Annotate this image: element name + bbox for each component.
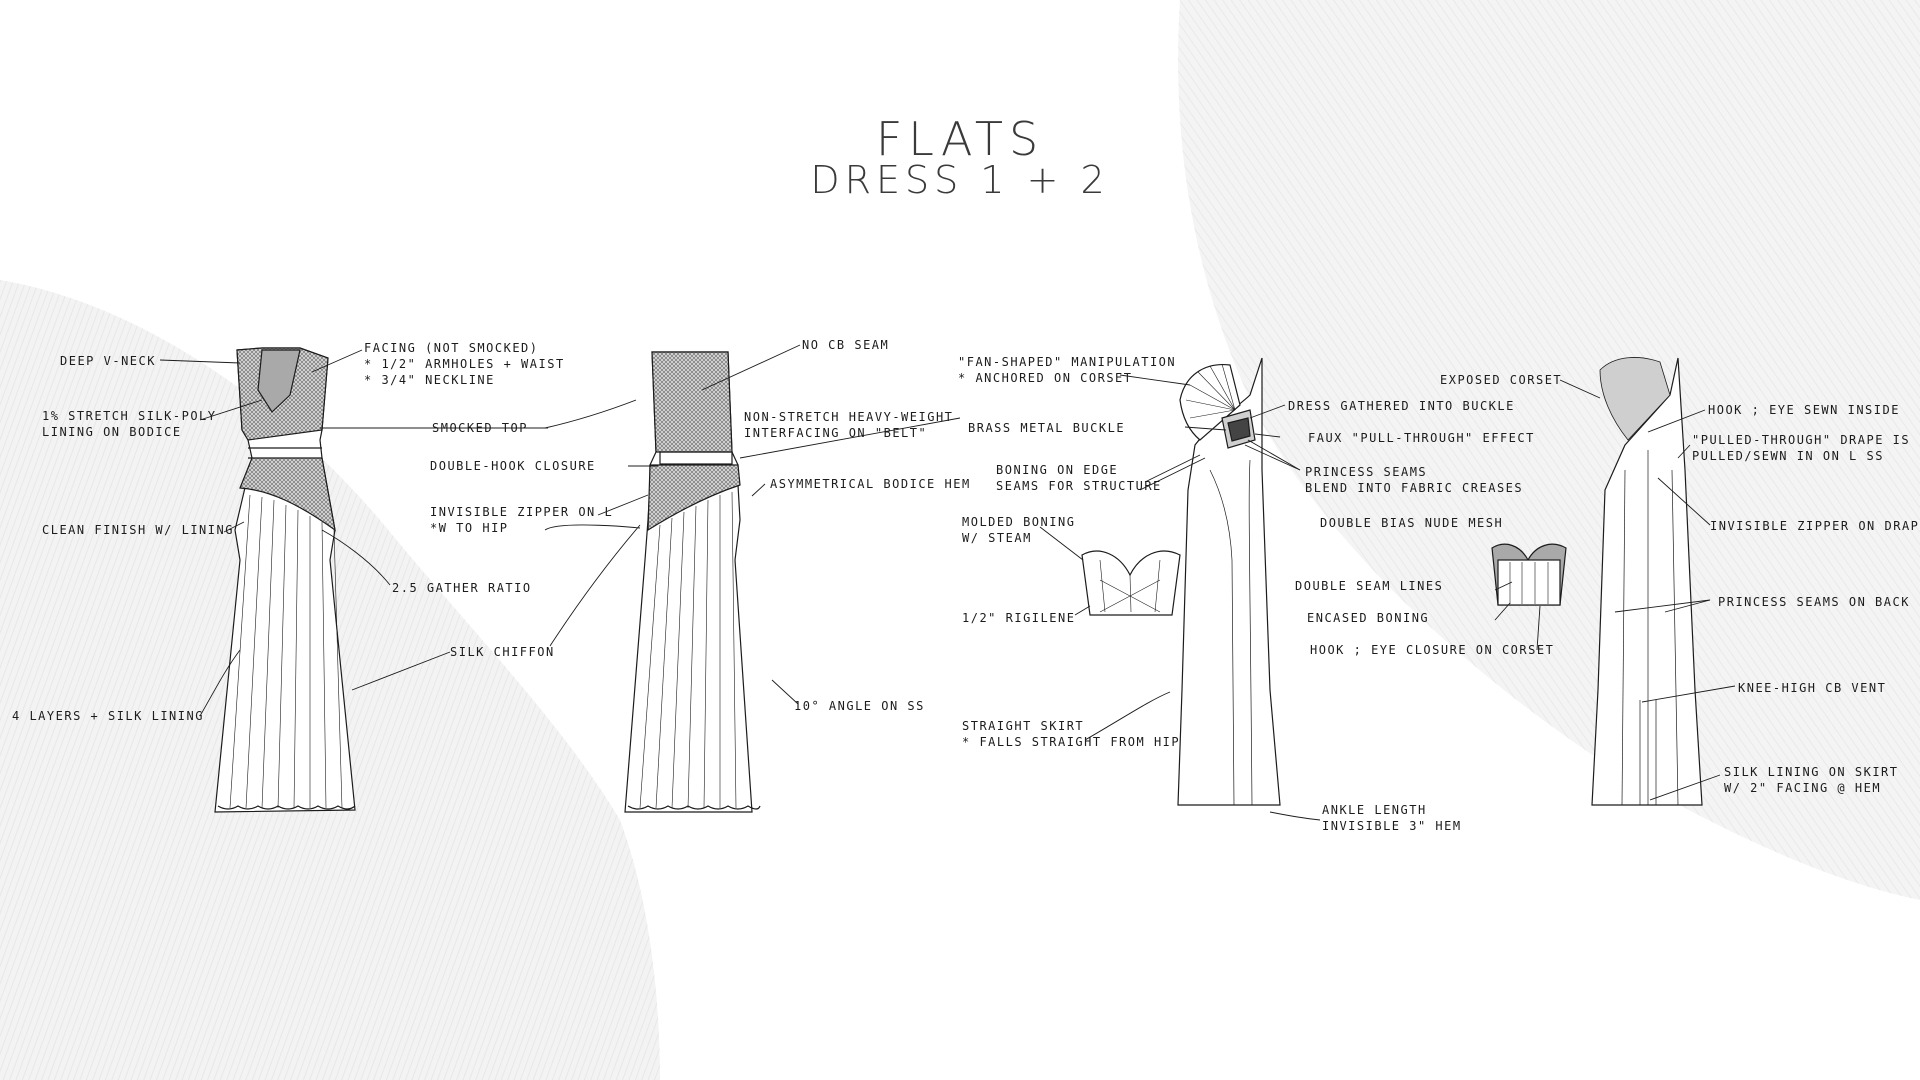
note-rigilene: 1/2" RIGILENE: [962, 611, 1076, 625]
note-zipper-drape: INVISIBLE ZIPPER ON DRAPE: [1710, 519, 1920, 533]
note-double-hook: DOUBLE-HOOK CLOSURE: [430, 459, 596, 473]
note-double-bias: DOUBLE BIAS NUDE MESH: [1320, 516, 1504, 530]
note-layers: 4 LAYERS + SILK LINING: [12, 709, 204, 723]
dress-1-back: [624, 351, 761, 813]
note-clean-finish: CLEAN FINISH W/ LINING: [42, 523, 234, 537]
dress-2-back: [1591, 357, 1703, 806]
note-exposed-corset: EXPOSED CORSET: [1440, 373, 1563, 387]
note-hook-corset: HOOK ; EYE CLOSURE ON CORSET: [1310, 643, 1555, 657]
note-gather-ratio: 2.5 GATHER RATIO: [392, 581, 532, 595]
page-title: FLATS: [875, 112, 1045, 166]
note-facing: FACING (NOT SMOCKED)* 1/2" ARMHOLES + WA…: [364, 341, 565, 387]
note-gathered-buckle: DRESS GATHERED INTO BUCKLE: [1288, 399, 1515, 413]
dress-1-front: [214, 347, 356, 813]
note-double-seam: DOUBLE SEAM LINES: [1295, 579, 1444, 593]
note-cb-vent: KNEE-HIGH CB VENT: [1738, 681, 1887, 695]
note-encased-boning: ENCASED BONING: [1307, 611, 1430, 625]
note-smocked-top: SMOCKED TOP: [432, 421, 528, 435]
note-no-cb-seam: NO CB SEAM: [802, 338, 890, 352]
note-fan-shaped: "FAN-SHAPED" MANIPULATION* ANCHORED ON C…: [958, 355, 1177, 385]
page-subtitle: DRESS 1 + 2: [810, 158, 1110, 202]
note-silk-chiffon: SILK CHIFFON: [450, 645, 555, 659]
note-faux-pull: FAUX "PULL-THROUGH" EFFECT: [1308, 431, 1535, 445]
note-zipper: INVISIBLE ZIPPER ON L*W TO HIP: [430, 505, 614, 535]
corset-detail-2: [1491, 543, 1567, 606]
note-angle: 10° ANGLE ON SS: [794, 699, 925, 713]
dress-2-front: [1177, 357, 1281, 806]
note-brass-buckle: BRASS METAL BUCKLE: [968, 421, 1126, 435]
note-princess-back: PRINCESS SEAMS ON BACK: [1718, 595, 1910, 609]
note-straight-skirt: STRAIGHT SKIRT* FALLS STRAIGHT FROM HIP: [962, 719, 1181, 749]
corset-detail-1: [1081, 550, 1181, 616]
note-deep-v: DEEP V-NECK: [60, 354, 156, 368]
note-hook-inside: HOOK ; EYE SEWN INSIDE: [1708, 403, 1900, 417]
note-asym-hem: ASYMMETRICAL BODICE HEM: [770, 477, 971, 491]
